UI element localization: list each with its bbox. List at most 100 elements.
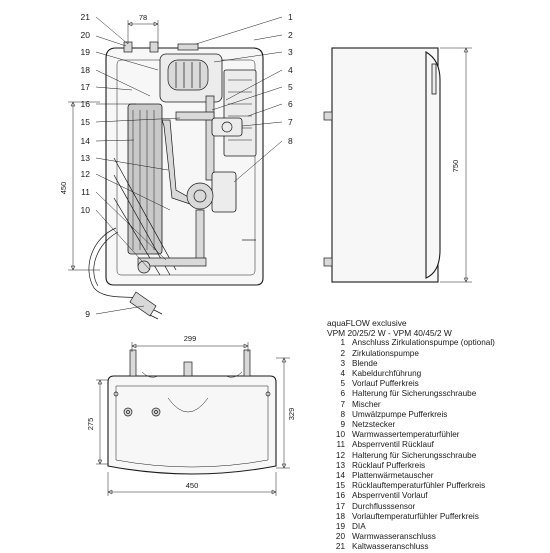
- legend-item-text: Zirkulationspumpe: [352, 348, 419, 358]
- legend-item-text: Warmwasseranschluss: [352, 532, 436, 542]
- callout-15: 15: [81, 117, 91, 127]
- legend-item-number: 16: [335, 491, 345, 501]
- dim-pipe-spacing: 299: [184, 334, 197, 343]
- legend-item-number: 21: [335, 542, 345, 552]
- side-connection-lower: [323, 257, 333, 267]
- legend-item: 2 Zirkulationspumpe: [327, 349, 545, 359]
- legend-item: 11 Absperrventil Rücklauf: [327, 440, 545, 450]
- legend-item-text: Umwälzpumpe Pufferkreis: [352, 409, 448, 419]
- legend-item: 14 Plattenwärmetauscher: [327, 471, 545, 481]
- bottom-stub-center: [183, 361, 193, 377]
- legend-item-text: Vorlauf Pufferkreis: [352, 379, 419, 389]
- callout-3: 3: [288, 47, 293, 57]
- callout-11: 11: [81, 187, 90, 197]
- legend-item: 4 Kabeldurchführung: [327, 369, 545, 379]
- callout-13: 13: [81, 153, 91, 163]
- side-view: 750: [323, 47, 472, 283]
- callout-9: 9: [85, 309, 90, 319]
- callout-17: 17: [81, 82, 91, 92]
- callout-5: 5: [288, 82, 293, 92]
- legend-item-number: 3: [340, 358, 345, 368]
- electronics-terminals: [228, 79, 252, 141]
- callout-7: 7: [288, 117, 293, 127]
- bottom-screw-left: [113, 391, 119, 397]
- bottom-hole-left-center: [126, 410, 130, 414]
- mixer: [211, 117, 243, 137]
- side-handle: [431, 63, 437, 95]
- legend-item-number: 6: [340, 389, 345, 399]
- callout-19: 19: [81, 47, 91, 57]
- bottom-inner-outline: [115, 385, 269, 468]
- legend-item-text: Mischer: [352, 399, 381, 409]
- legend-item: 12 Halterung für Sicherungsschraube: [327, 451, 545, 461]
- circulation-pump: [167, 59, 209, 91]
- legend-item-number: 14: [335, 471, 345, 481]
- bottom-view: 299 275 329 450: [86, 334, 296, 496]
- legend-item-text: Durchflusssensor: [352, 501, 416, 511]
- legend-item: 7 Mischer: [327, 400, 545, 410]
- lower-horizontal-pipe: [137, 257, 207, 267]
- bottom-hole-right-center: [154, 410, 158, 414]
- bottom-hole-left: [123, 407, 133, 417]
- cold-water-connection-stub: [149, 41, 159, 53]
- callout-16: 16: [81, 99, 91, 109]
- plug-pins: [149, 309, 163, 320]
- legend-subtitle: VPM 20/25/2 W - VPM 40/45/2 W: [327, 328, 452, 339]
- legend-item-text: Halterung für Sicherungsschraube: [352, 450, 477, 460]
- callout-18: 18: [81, 65, 91, 75]
- legend-item-number: 11: [336, 440, 346, 450]
- callout-6: 6: [288, 99, 293, 109]
- legend-item-number: 2: [340, 348, 345, 358]
- bottom-housing: [107, 375, 277, 475]
- legend-item-number: 15: [335, 481, 345, 491]
- lower-vertical-pipe: [195, 209, 205, 263]
- legend-item-number: 17: [335, 501, 345, 511]
- legend-item-text: Absperrventil Vorlauf: [352, 491, 428, 501]
- legend-item-number: 4: [340, 369, 345, 379]
- legend-item-text: Absperrventil Rücklauf: [352, 440, 434, 450]
- power-plug: [129, 291, 157, 317]
- bottom-screw-right: [265, 391, 271, 397]
- dim-bottom-depth-inner: 275: [86, 418, 95, 431]
- diagonal-line-a: [113, 157, 177, 271]
- buffer-pump: [186, 182, 214, 210]
- callout-12: 12: [81, 169, 91, 179]
- shutoff-valve-return: [137, 260, 151, 274]
- bottom-stub-right: [243, 349, 251, 377]
- legend-item-number: 12: [335, 450, 345, 460]
- legend-item-number: 7: [340, 399, 345, 409]
- legend-item-text: Kabeldurchführung: [352, 369, 422, 379]
- buffer-pump-hub: [193, 189, 207, 203]
- legend-item-number: 13: [335, 460, 345, 470]
- legend-item: 17 Durchflusssensor: [327, 502, 545, 512]
- callout-21: 21: [81, 12, 91, 22]
- power-cable-inner: [93, 231, 119, 287]
- legend-item-text: Anschluss Zirkulationspumpe (optional): [352, 338, 495, 348]
- bottom-flange: [141, 371, 243, 378]
- legend-item-text: Halterung für Sicherungsschraube: [352, 389, 477, 399]
- legend-item-number: 19: [335, 522, 345, 532]
- legend-item-text: Plattenwärmetauscher: [352, 471, 434, 481]
- callout-14: 14: [81, 136, 91, 146]
- pump-ribs: [175, 62, 201, 88]
- legend-item: 8 Umwälzpumpe Pufferkreis: [327, 410, 545, 420]
- heat-exchanger-plates: [132, 110, 155, 250]
- plate-heat-exchanger: [127, 103, 163, 255]
- bottom-pass-through: [167, 397, 209, 413]
- electronics-block: [223, 69, 257, 157]
- legend-item: 6 Halterung für Sicherungsschraube: [327, 389, 545, 399]
- callouts-left: 21 20 19 18 17 16 15 14 13 12 11 10 9: [81, 12, 91, 319]
- front-dimensions: 78 450: [59, 13, 159, 271]
- mixer-knob: [221, 121, 233, 133]
- legend-item-number: 8: [340, 409, 345, 419]
- legend-item-number: 9: [340, 420, 345, 430]
- dim-bottom-depth-outer: 329: [287, 408, 296, 421]
